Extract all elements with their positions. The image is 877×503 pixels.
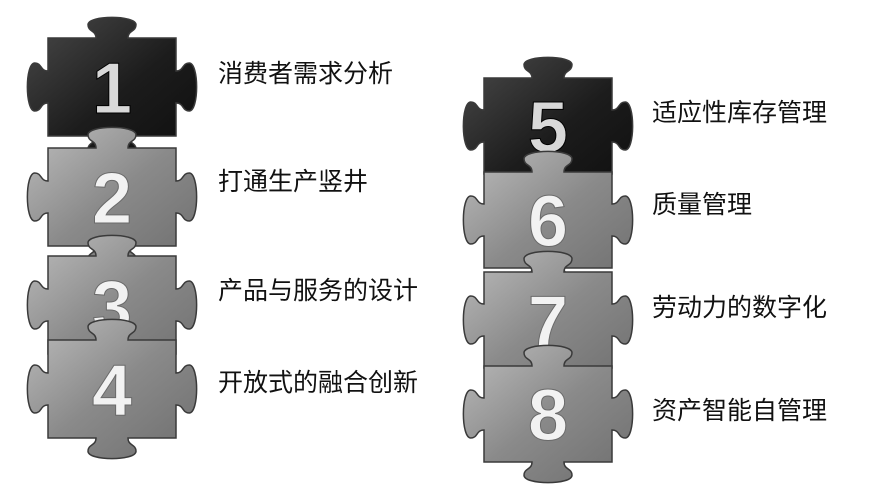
label-step-4: 开放式的融合创新	[218, 368, 419, 397]
label-step-2: 打通生产竖井	[218, 167, 369, 196]
label-step-6: 质量管理	[652, 190, 753, 219]
piece-number-2: 2	[92, 159, 132, 239]
puzzle-piece-2: 2	[26, 126, 198, 268]
puzzle-piece-shape	[462, 344, 634, 484]
label-step-8: 资产智能自管理	[652, 396, 828, 425]
puzzle-piece-shape	[26, 16, 198, 158]
puzzle-piece-shape	[26, 126, 198, 268]
label-step-5: 适应性库存管理	[652, 98, 828, 127]
piece-number-4: 4	[92, 351, 132, 431]
puzzle-piece-6: 6	[462, 150, 634, 290]
puzzle-piece-4: 4	[26, 318, 198, 460]
label-step-3: 产品与服务的设计	[218, 276, 419, 305]
puzzle-piece-1: 1	[26, 16, 198, 158]
piece-number-8: 8	[528, 376, 568, 456]
piece-number-1: 1	[92, 49, 132, 129]
label-step-7: 劳动力的数字化	[652, 293, 828, 322]
puzzle-piece-shape	[462, 150, 634, 290]
piece-number-6: 6	[528, 182, 568, 262]
puzzle-piece-8: 8	[462, 344, 634, 484]
label-step-1: 消费者需求分析	[218, 59, 394, 88]
puzzle-piece-shape	[26, 318, 198, 460]
